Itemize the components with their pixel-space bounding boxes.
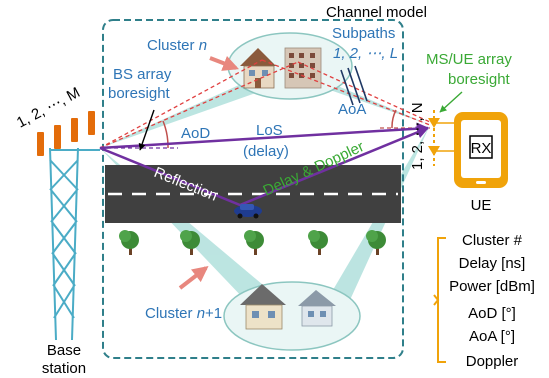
los-label: LoS [256, 122, 283, 139]
aod-label: AoD [181, 125, 210, 142]
bs-array-label-line2: boresight [108, 85, 171, 102]
subpath-lines [340, 65, 368, 106]
car-icon [234, 204, 262, 219]
reflection-path [99, 126, 430, 207]
ue-label: UE [471, 197, 492, 214]
parameter-item: AoD [°] [468, 305, 516, 322]
ue-array-label-line2: boresight [448, 71, 511, 88]
subpath-range-label: 1, 2, ⋯, L [333, 45, 398, 62]
cluster-n-plus-1 [223, 281, 361, 351]
parameter-item: Doppler [466, 353, 519, 370]
tree-row [119, 230, 386, 255]
cluster-n-pointer [209, 55, 239, 71]
cluster-n-label: Cluster n [147, 37, 207, 54]
house-icon [298, 290, 336, 327]
ue-index-label: 1, 2, ⋯, N [409, 102, 426, 170]
cluster-n1-label: Cluster n+1 [145, 305, 222, 322]
cluster-n1-pointer [178, 266, 209, 290]
phone-icon [454, 112, 508, 188]
base-station-label-line2: station [42, 360, 86, 377]
tower-icon [49, 147, 100, 341]
parameter-item: Cluster # [462, 232, 523, 249]
aoa-label: AoA [338, 101, 366, 118]
ue-array-label-line1: MS/UE array [426, 51, 512, 68]
tree-icon [244, 230, 264, 255]
bs-array-label-line1: BS array [113, 66, 172, 83]
tree-icon [119, 230, 139, 255]
beam-bs-cluster-n [100, 80, 270, 148]
base-station-label-line1: Base [47, 342, 81, 359]
subpaths-label: Subpaths [332, 25, 395, 42]
parameter-bracket-arrow [433, 294, 440, 306]
parameter-item: Power [dBm] [449, 278, 535, 295]
tree-icon [180, 230, 200, 255]
aod-arc [162, 120, 169, 149]
apartment-icon [284, 47, 322, 89]
bs-boresight-pointer [138, 109, 155, 151]
parameter-item: AoA [°] [469, 328, 515, 345]
parameter-list: Cluster # Delay [ns] Power [dBm] AoD [°]… [449, 232, 535, 370]
ue-boresight-pointer [439, 91, 463, 113]
parameter-item: Delay [ns] [459, 255, 526, 272]
los-arrow [99, 122, 430, 150]
house-icon [240, 48, 276, 89]
tree-icon [366, 230, 386, 255]
los-delay-label: (delay) [243, 143, 289, 160]
rx-label: RX [471, 140, 492, 157]
house-icon [240, 284, 286, 330]
antenna-icon [37, 111, 95, 156]
aoa-arc [391, 109, 397, 129]
channel-model-title: Channel model [326, 4, 427, 21]
ue-antenna-array [428, 110, 454, 166]
tree-icon [308, 230, 328, 255]
scenario-box [102, 19, 404, 359]
